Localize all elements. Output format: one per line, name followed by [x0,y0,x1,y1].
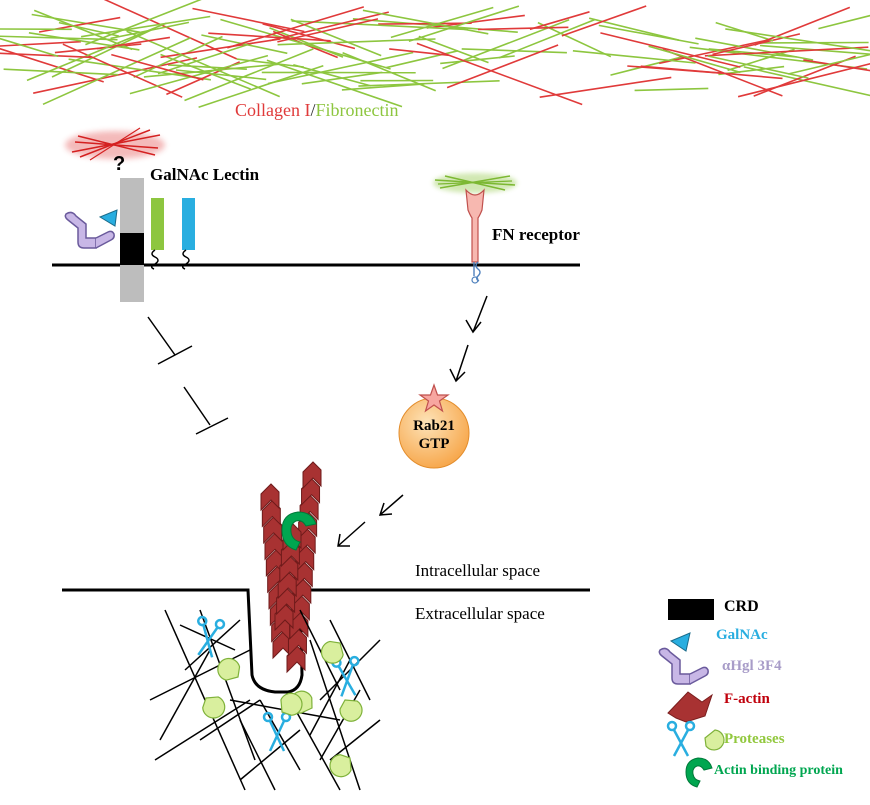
question-mark: ? [113,153,125,175]
fn-receptor-label: FN receptor [492,225,580,245]
galnac-triangle [100,210,117,226]
legend-crd-swatch [668,599,714,620]
gtp-label: GTP [419,436,450,452]
collagen-fiber [63,44,182,97]
fibronectin-fiber [725,29,870,54]
matrix-fiber [200,610,255,760]
legend-ahgl-label: αHgl 3F4 [722,658,782,675]
collagen-fiber [270,12,389,40]
protease-pacmen [199,638,367,781]
ecm-fiber-mesh [0,0,870,107]
legend-factin-icon [668,692,712,722]
lectin-light-subunit-blue [182,198,195,250]
intracellular-label: Intracellular space [415,561,540,581]
fibronectin-fiber [573,51,696,63]
legend-factin-label: F-actin [724,691,770,708]
collagen-fiber [530,12,590,30]
fibronectin-label: Fibronectin [316,100,399,120]
protease-pacman [215,655,243,683]
galnac-lectin [120,178,195,302]
legend-abp-label: Actin binding protein [714,763,843,779]
legend-galnac-swatch [671,633,690,651]
legend-antibody-icon [659,648,708,684]
collagen-fiber [755,7,850,45]
crd-domain [120,233,144,265]
matrix-fiber [330,720,380,760]
galnac-lectin-label: GalNAc Lectin [150,165,259,185]
collagen-fiber [427,15,525,28]
lectin-light-subunit-green [151,198,164,250]
legend-proteases-label: Proteases [724,731,785,748]
fibronectin-fiber [386,51,458,68]
collagen-fiber [540,77,672,97]
legend [659,599,724,787]
fibronectin-fiber [440,56,515,63]
fibronectin-fiber [81,17,210,37]
collagen-label: Collagen I [235,100,310,120]
extracellular-label: Extracellular space [415,604,545,624]
collagen-fiber [447,45,558,88]
collagen-fiber [33,58,197,93]
fibronectin-fiber [818,13,870,28]
collagen-fiber [478,27,568,29]
factin-bundle [261,462,321,672]
inhibition-markers [148,317,228,434]
fibronectin-fiber [744,67,870,103]
ecm-title: Collagen I/Fibronectin [235,100,399,121]
fibronectin-fiber [599,25,699,44]
rab21-gtp: Rab21 GTP [399,385,469,468]
legend-crd-label: CRD [724,598,759,616]
protease-pacman [335,695,366,726]
legend-scissors-icon [668,722,694,756]
legend-galnac-label: GalNAc [716,627,768,644]
rab21-label: Rab21 [413,418,455,434]
legend-protease-pacman [705,730,724,750]
collagen-fiber [378,23,472,24]
fibronectin-fiber [358,81,499,86]
legend-abp-icon [686,758,712,787]
protease-pacman [318,638,346,666]
fibronectin-fiber [611,56,685,75]
fibronectin-fiber [4,69,119,75]
fibronectin-fiber [635,88,709,90]
fibronectin-fiber [788,53,870,74]
